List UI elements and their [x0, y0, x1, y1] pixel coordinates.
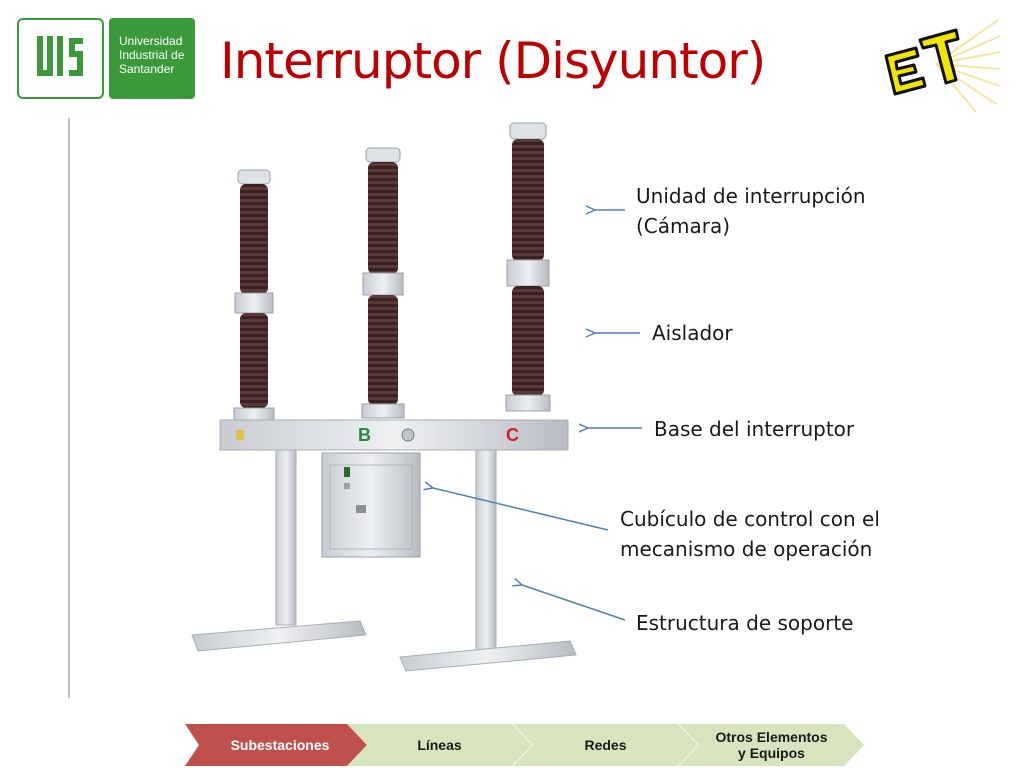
label-line: Aislador [652, 321, 733, 345]
support-leg-left [275, 449, 297, 626]
divider-line [68, 118, 70, 698]
nav-redes[interactable]: Redes [513, 724, 698, 766]
university-name-line: Universidad [119, 34, 183, 48]
et-logo [876, 14, 1001, 119]
label-line: (Cámara) [636, 214, 731, 238]
nav-label: Otros Elementos [715, 729, 828, 745]
label-line: Unidad de interrupción [636, 184, 866, 208]
nav-label: y Equipos [738, 745, 805, 761]
slide-title: Interruptor (Disyuntor) [220, 32, 766, 90]
support-foot-left [191, 620, 367, 652]
uis-logo-icon [37, 36, 83, 76]
nav-otros-elementos[interactable]: Otros Elementos y Equipos [679, 724, 864, 766]
pole-c [505, 122, 551, 412]
university-name-line: Santander [119, 62, 175, 76]
phase-label-b: B [358, 425, 371, 445]
label-line: mecanismo de operación [620, 537, 873, 561]
university-name-line: Industrial de [119, 48, 185, 62]
label-insulator: Aislador [652, 318, 733, 348]
support-foot-right [399, 640, 577, 672]
breaker-base-beam [219, 419, 569, 451]
phase-label-c: C [506, 425, 519, 445]
pole-a [233, 169, 275, 423]
pole-b [361, 147, 405, 419]
nav-subestaciones[interactable]: Subestaciones [185, 724, 367, 766]
label-control-cubicle: Cubículo de control con el mecanismo de … [620, 504, 880, 564]
uis-logo-mark [17, 18, 104, 99]
circuit-breaker-illustration: B C [191, 122, 577, 672]
nav-label: Líneas [417, 737, 462, 753]
support-leg-right [475, 449, 497, 651]
label-line: Estructura de soporte [636, 611, 854, 635]
label-line: Cubículo de control con el [620, 507, 880, 531]
et-logo-icon [884, 19, 1001, 113]
label-support-structure: Estructura de soporte [636, 608, 853, 638]
label-interruption-unit: Unidad de interrupción (Cámara) [636, 181, 866, 241]
nav-label: Redes [584, 737, 627, 753]
university-name-badge: Universidad Industrial de Santander [109, 18, 195, 99]
label-breaker-base: Base del interruptor [654, 414, 854, 444]
nav-lineas[interactable]: Líneas [347, 724, 532, 766]
label-line: Base del interruptor [654, 417, 855, 441]
nav-label: Subestaciones [230, 737, 330, 753]
control-cubicle [321, 452, 421, 558]
